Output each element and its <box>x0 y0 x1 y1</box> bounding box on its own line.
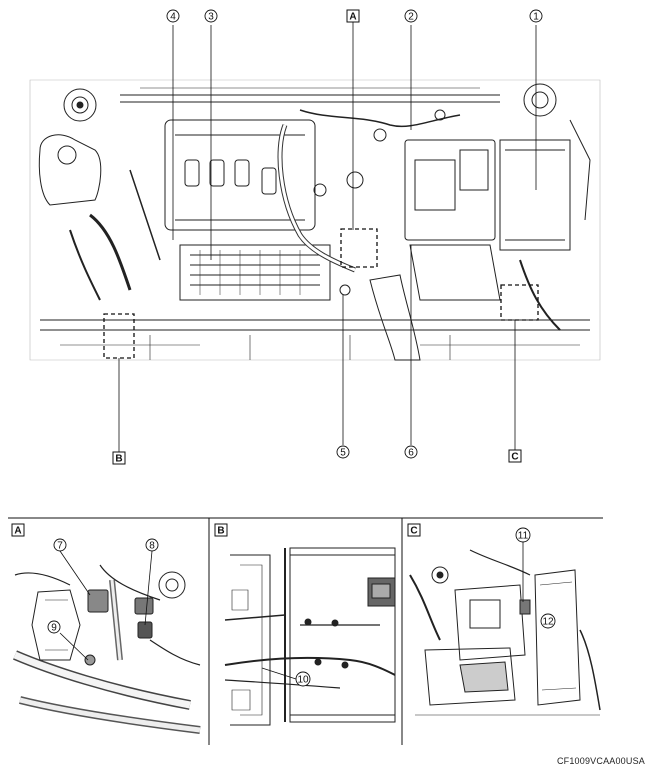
svg-text:B: B <box>115 454 122 465</box>
callout-4: 4 <box>166 9 180 23</box>
leader-lines-main <box>118 22 537 452</box>
svg-text:C: C <box>511 452 518 463</box>
svg-text:9: 9 <box>51 623 57 634</box>
callout-2: 2 <box>404 9 418 23</box>
svg-text:8: 8 <box>149 541 155 552</box>
callout-1: 1 <box>529 9 543 23</box>
svg-text:C: C <box>410 526 417 537</box>
callout-5: 5 <box>336 445 350 459</box>
box-label-b-main: B <box>112 451 126 465</box>
engine-bay-overview <box>29 79 601 361</box>
svg-text:1: 1 <box>533 12 539 23</box>
svg-text:12: 12 <box>542 617 554 628</box>
box-label-a-main: A <box>346 9 360 23</box>
callout-3: 3 <box>204 9 218 23</box>
detail-box-a-outline <box>340 228 378 268</box>
svg-text:4: 4 <box>170 12 176 23</box>
detail-panel-c: C 11 <box>407 523 601 716</box>
box-label-b-detail: B <box>214 523 228 537</box>
detail-panels-frame <box>8 517 603 745</box>
svg-text:10: 10 <box>297 675 309 686</box>
detail-box-b-outline <box>103 313 135 359</box>
svg-text:A: A <box>14 526 21 537</box>
callout-11: 11 <box>515 527 531 543</box>
svg-text:7: 7 <box>57 541 63 552</box>
callout-9: 9 <box>47 620 61 634</box>
box-label-c-detail: C <box>407 523 421 537</box>
callout-7: 7 <box>53 538 67 552</box>
box-label-a-detail: A <box>11 523 25 537</box>
callout-10: 10 <box>295 671 311 687</box>
svg-text:B: B <box>217 526 224 537</box>
document-id: CF1009VCAA00USA <box>556 756 645 766</box>
callout-8: 8 <box>145 538 159 552</box>
detail-box-c-outline <box>500 284 539 321</box>
callout-12: 12 <box>540 613 556 629</box>
detail-panel-b: B 1 <box>214 523 396 726</box>
svg-text:A: A <box>349 12 356 23</box>
svg-text:5: 5 <box>340 448 346 459</box>
svg-text:3: 3 <box>208 12 214 23</box>
svg-text:2: 2 <box>408 12 414 23</box>
detail-panel-a: A <box>11 523 201 734</box>
svg-text:6: 6 <box>408 448 414 459</box>
callout-6: 6 <box>404 445 418 459</box>
svg-text:11: 11 <box>518 531 529 542</box>
box-label-c-main: C <box>508 449 522 463</box>
